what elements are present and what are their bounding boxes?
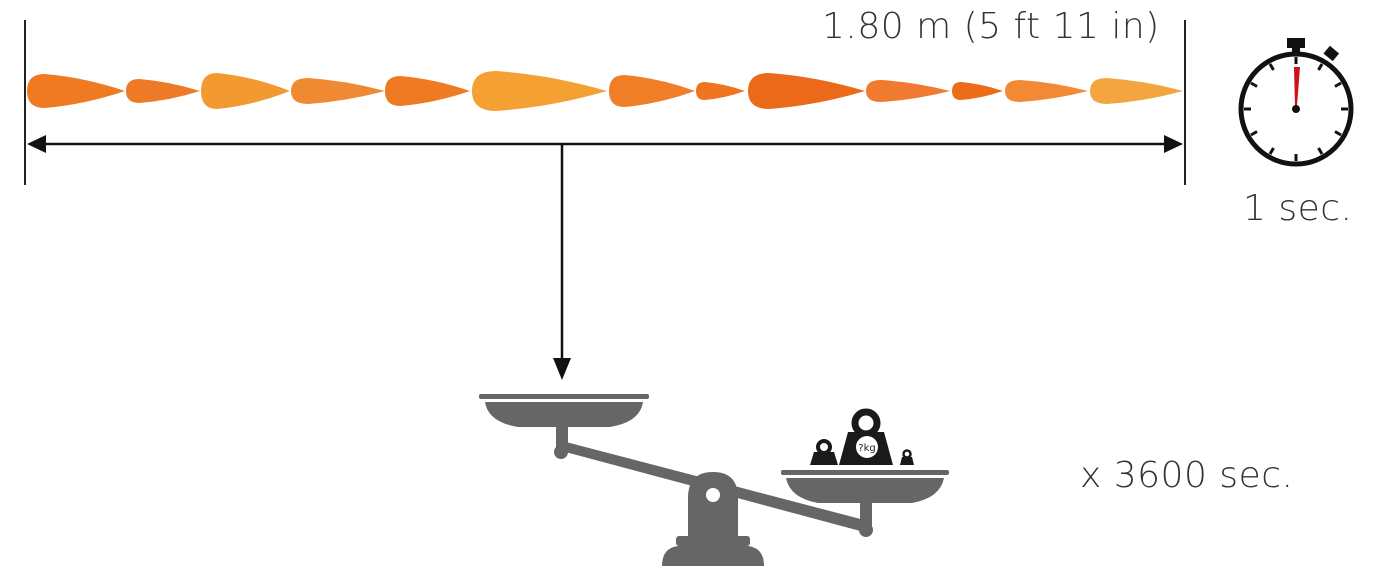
carrot-icon bbox=[126, 79, 200, 103]
carrot-icon bbox=[27, 74, 125, 108]
stopwatch-tick bbox=[1317, 63, 1324, 71]
carrot-icon bbox=[385, 76, 470, 106]
weight-label: ?kg bbox=[858, 443, 875, 454]
carrot-icon bbox=[291, 78, 385, 104]
stopwatch-icon bbox=[1238, 38, 1354, 167]
multiplier-label: x 3600 sec. bbox=[1080, 455, 1294, 496]
carrot-icon bbox=[866, 80, 950, 102]
carrot-icon bbox=[609, 75, 695, 107]
stopwatch-tick bbox=[1317, 147, 1324, 155]
time-label: 1 sec. bbox=[1243, 188, 1353, 229]
stopwatch-tick bbox=[1334, 130, 1342, 137]
stopwatch-tick bbox=[1268, 63, 1275, 71]
weight-icon: ?kg bbox=[810, 408, 914, 465]
carrot-icon bbox=[696, 82, 745, 100]
length-arrow bbox=[27, 135, 1183, 153]
stopwatch-hand bbox=[1294, 67, 1300, 106]
balance-scale-icon bbox=[479, 394, 949, 566]
length-label: 1.80 m (5 ft 11 in) bbox=[822, 6, 1160, 47]
carrot-icon bbox=[472, 71, 607, 111]
carrot-icon bbox=[952, 82, 1003, 100]
stopwatch-tick bbox=[1268, 147, 1275, 155]
carrot-icon bbox=[748, 73, 865, 109]
carrot-icon bbox=[1005, 80, 1088, 102]
down-arrow bbox=[553, 144, 571, 380]
stopwatch-tick bbox=[1250, 130, 1258, 137]
carrot-row bbox=[27, 71, 1183, 111]
carrot-icon bbox=[201, 73, 290, 109]
stopwatch-tick bbox=[1250, 81, 1258, 88]
carrot-icon bbox=[1090, 78, 1183, 104]
stopwatch-tick bbox=[1334, 81, 1342, 88]
